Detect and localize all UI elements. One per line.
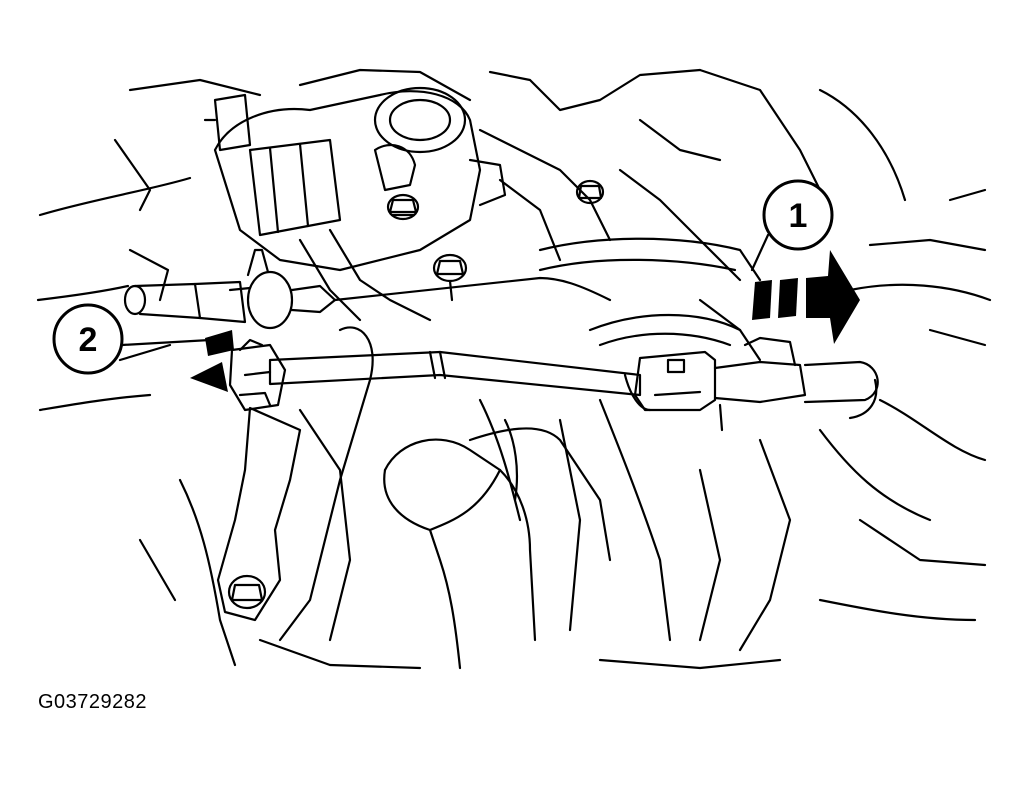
callout-2-label: 2 xyxy=(79,321,98,359)
removal-direction-arrow xyxy=(752,250,860,344)
right-harness-connector xyxy=(633,336,879,432)
mounting-bracket xyxy=(216,326,374,642)
bolt-upper-center xyxy=(386,193,420,221)
left-harness-connector xyxy=(228,338,287,412)
bolt-lower-bracket xyxy=(227,574,267,610)
engine-background-outline xyxy=(36,68,992,670)
heat-shield-arc xyxy=(588,313,742,347)
coolant-hose xyxy=(383,418,612,670)
callout-1-label: 1 xyxy=(789,197,808,235)
wiring-harness xyxy=(268,350,652,412)
callout-2-leader-line xyxy=(120,338,212,347)
callout-1-leader-line xyxy=(750,233,770,272)
callout-2: 2 xyxy=(52,303,124,375)
figure-id: G03729282 xyxy=(38,691,148,713)
sensor-plug xyxy=(123,248,612,330)
bolt-upper-right xyxy=(575,179,605,205)
connector-release-arrows xyxy=(190,330,234,392)
bolt-middle xyxy=(432,253,468,302)
callout-1: 1 xyxy=(762,179,834,251)
upper-engine-component xyxy=(203,86,507,272)
